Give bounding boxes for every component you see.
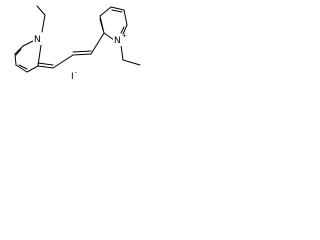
left-ethyl-group (36, 5, 46, 33)
right-ring-bond-c2-c3-double (99, 18, 104, 31)
exocyclic-bond (37, 65, 54, 69)
left-nitrogen-atom: N (33, 34, 43, 45)
right-nitrogen-atom: N + (113, 33, 127, 46)
left-ring-bond-c5-c4 (14, 53, 17, 66)
right-ring-bond-c4-c5 (110, 6, 125, 11)
right-nitrogen-charge: + (122, 33, 127, 40)
right-ring-bond-c3-c4 (99, 6, 112, 17)
exocyclic-bond-double (37, 62, 54, 66)
left-nitrogen-label: N (34, 35, 41, 45)
right-ring-bond-c6-n (122, 24, 128, 35)
left-ring-bond-n-c6 (22, 40, 34, 47)
methine-chain (37, 32, 105, 69)
iodide-label: I (71, 72, 74, 82)
right-nitrogen-label: N (114, 36, 121, 46)
left-ring-bond-c3-c2 (26, 65, 39, 73)
iodide-counter-ion: I - (71, 70, 77, 83)
right-ethyl-ch3-bond (122, 59, 141, 66)
left-ethyl-n-bond (41, 14, 46, 33)
right-ring-bond-c2-n (103, 32, 115, 41)
right-ring-bond-c4-c5-double (111, 9, 123, 13)
right-pyridinium-ring (99, 6, 128, 41)
chemical-structure-diagram: N N + I - (14, 5, 141, 83)
chain-bond-2 (72, 53, 92, 56)
left-ring-bond-c6-c5 (14, 45, 24, 55)
chain-bond-3 (90, 32, 105, 55)
iodide-charge: - (75, 70, 77, 77)
left-ring-bond-c4-c3 (15, 64, 28, 73)
right-ethyl-group (120, 44, 141, 66)
chain-bond-1 (52, 54, 74, 69)
left-ring-bond-c2-n (37, 44, 42, 67)
right-ethyl-n-bond (120, 44, 124, 61)
right-ring-bond-c6-n-double (120, 26, 125, 34)
left-ring-bond-c6-c5-double (15, 48, 22, 56)
left-ethyl-ch3-bond (36, 5, 46, 16)
right-ring-bond-c5-c6 (123, 9, 128, 26)
left-ring-bond-c4-c3-double (18, 64, 28, 70)
left-pyridine-ring (14, 40, 42, 73)
chain-bond-2-double (72, 50, 92, 53)
